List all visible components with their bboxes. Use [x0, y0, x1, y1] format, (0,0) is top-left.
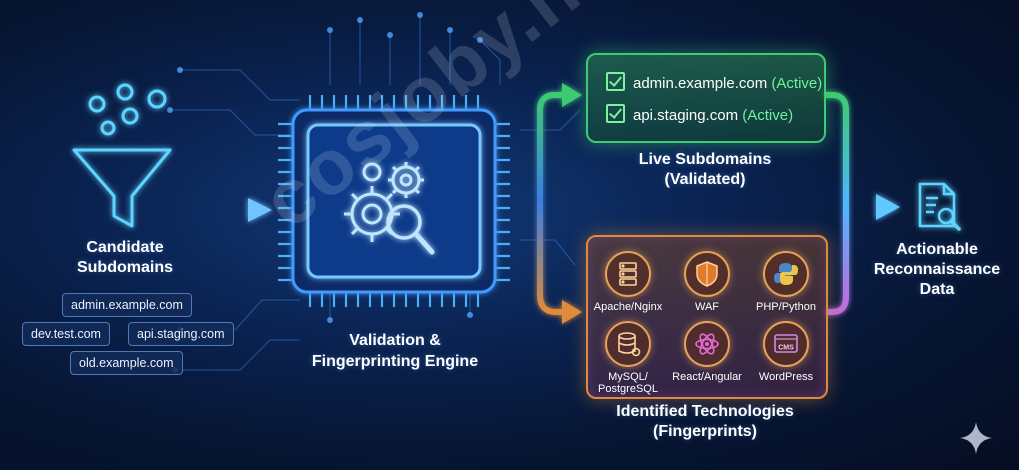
- input-arrow: [172, 198, 272, 222]
- output-arrow: [876, 194, 900, 220]
- technologies-title: Identified Technologies (Fingerprints): [616, 403, 794, 440]
- checkbox-checked-icon: [606, 72, 625, 91]
- live-row: admin.example.com (Active): [606, 72, 822, 92]
- cms-icon: CMS: [763, 321, 809, 367]
- candidate-chip: dev.test.com: [22, 322, 110, 346]
- tech-item: CMS WordPress: [747, 321, 825, 383]
- technologies-panel: Apache/Nginx WAF PHP/Python MySQL/Postgr…: [586, 235, 828, 399]
- candidate-chip: api.staging.com: [128, 322, 234, 346]
- output-title: Actionable Reconnaissance Data: [873, 241, 1001, 298]
- engine-title: Validation & Fingerprinting Engine: [311, 332, 479, 370]
- document-search-icon: [918, 182, 961, 231]
- live-subdomains-panel: admin.example.com (Active) api.staging.c…: [586, 53, 826, 143]
- server-icon: [605, 251, 651, 297]
- live-row: api.staging.com (Active): [606, 104, 793, 124]
- live-title: Live Subdomains (Validated): [638, 151, 772, 188]
- funnel-icon: [72, 83, 172, 228]
- tech-item: WAF: [668, 251, 746, 313]
- branch-live: [537, 92, 565, 200]
- tech-item: Apache/Nginx: [589, 251, 667, 313]
- candidate-chip: admin.example.com: [62, 293, 192, 317]
- python-icon: [763, 251, 809, 297]
- database-icon: [605, 321, 651, 367]
- checkbox-checked-icon: [606, 104, 625, 123]
- candidates-title: Candidate Subdomains: [76, 239, 173, 276]
- tech-item: MySQL/PostgreSQL: [589, 321, 667, 395]
- tech-item: PHP/Python: [747, 251, 825, 313]
- atom-icon: [684, 321, 730, 367]
- branch-tech: [537, 200, 565, 315]
- cms-text: CMS: [778, 345, 794, 352]
- tech-item: React/Angular: [668, 321, 746, 383]
- cpu-chip-icon: [278, 95, 510, 307]
- sparkle-star-icon: [960, 422, 992, 454]
- candidate-chip: old.example.com: [70, 351, 183, 375]
- shield-icon: [684, 251, 730, 297]
